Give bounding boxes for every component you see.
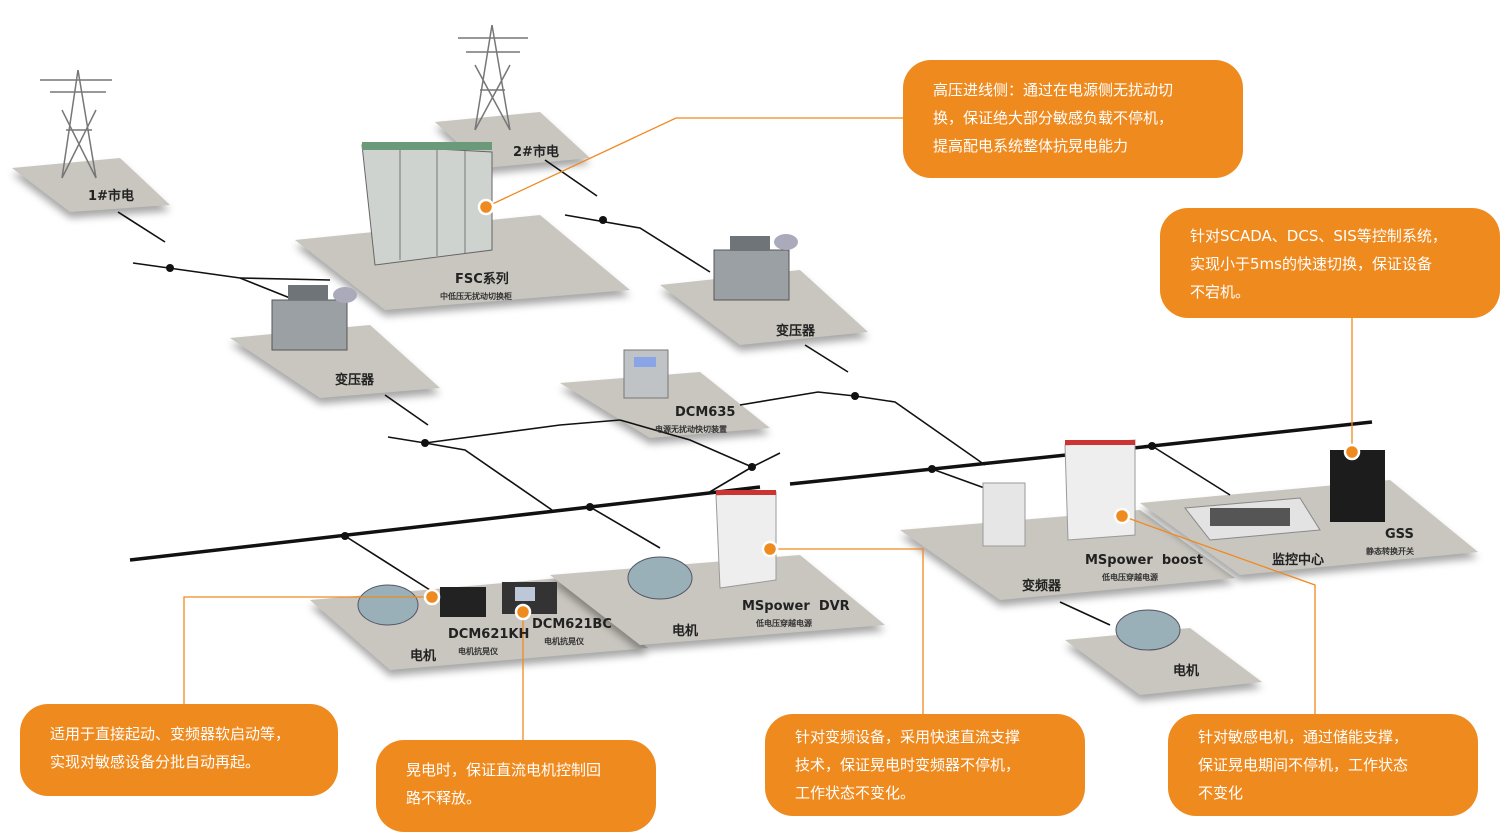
label-motor1: 电机	[410, 648, 436, 664]
label-fsc-sub: 中低压无扰动切换柜	[440, 291, 512, 301]
monitoring-hardware-icon	[1184, 497, 1321, 541]
label-grid1: 1#市电	[88, 188, 134, 204]
callout-line: 提高配电系统整体抗晃电能力	[933, 137, 1129, 155]
label-motor2: 电机	[672, 623, 698, 639]
marker-dvr[interactable]	[761, 540, 779, 558]
callout-line: 适用于直接起动、变频器软启动等，	[50, 725, 291, 743]
label-monitor: 监控中心	[1272, 552, 1324, 568]
equipment	[40, 24, 1385, 651]
label-dcm635: DCM635	[675, 405, 735, 420]
callout-dcm621kh: 适用于直接起动、变频器软启动等， 实现对敏感设备分批自动再起。	[20, 704, 338, 796]
platform-transformer-right	[660, 270, 868, 345]
label-dvr: MSpower DVR	[742, 599, 850, 614]
label-fsc: FSC系列	[455, 271, 509, 287]
callout-dcm621bc: 晃电时，保证直流电机控制回路不释放。	[376, 740, 656, 832]
label-dcm621bc-sub: 电机抗晃仪	[544, 636, 585, 646]
transmission-tower-icon	[458, 24, 528, 131]
callout-gss: 针对SCADA、DCS、SIS等控制系统， 实现小于5ms的快速切换，保证设备不宕…	[1160, 208, 1500, 318]
platform-motor3	[1065, 628, 1262, 695]
label-boost-sub: 低电压穿越电源	[1101, 572, 1158, 582]
callout-line: 路不释放。	[406, 789, 482, 807]
callout-line: 针对SCADA、DCS、SIS等控制系统，	[1190, 227, 1447, 245]
boost-cabinet-icon	[1064, 439, 1136, 541]
transformer-icon	[713, 234, 798, 301]
label-dcm635-sub: 电源无扰动快切装置	[655, 424, 727, 434]
dcm635-device-icon	[623, 349, 669, 399]
motor-icon	[627, 556, 693, 600]
label-dcm621bc: DCM621BC	[532, 617, 612, 632]
callout-line: 换，保证绝大部分敏感负载不停机，	[933, 109, 1174, 127]
callout-line: 晃电时，保证直流电机控制回	[406, 761, 602, 779]
callout-line: 保证晃电期间不停机，工作状态	[1198, 756, 1409, 774]
label-grid2: 2#市电	[513, 144, 559, 160]
callout-line: 高压进线侧：通过在电源侧无扰动切	[933, 81, 1174, 99]
label-transformer-right: 变压器	[776, 323, 816, 339]
platform-grid1	[12, 158, 170, 212]
marker-dcm621bc[interactable]	[514, 603, 532, 621]
dvr-cabinet-icon	[715, 490, 777, 589]
callout-line: 针对变频设备，采用快速直流支撑	[795, 728, 1021, 746]
bus-left	[129, 485, 761, 562]
wiring	[117, 159, 1373, 626]
label-gss-sub: 静态转换开关	[1366, 546, 1414, 556]
transformer-icon	[271, 285, 357, 351]
marker-fsc[interactable]	[477, 198, 495, 216]
platform-dcm635	[560, 372, 770, 438]
callout-line: 工作状态不变化。	[795, 784, 916, 802]
device-labels: 1#市电 2#市电 FSC系列 中低压无扰动切换柜 变压器 变压器 DCM635…	[88, 144, 1414, 679]
switchgear-cabinet-icon	[361, 142, 493, 266]
transmission-tower-icon	[40, 69, 112, 179]
callout-line: 不变化	[1198, 784, 1244, 802]
dcm621kh-device-icon	[440, 587, 486, 617]
label-dcm621kh-sub: 电机抗晃仪	[458, 646, 499, 656]
vfd-icon	[982, 482, 1026, 547]
gss-cabinet-icon	[1330, 450, 1385, 522]
marker-gss[interactable]	[1343, 443, 1361, 461]
callout-dvr: 针对变频设备，采用快速直流支撑技术，保证晃电时变频器不停机， 工作状态不变化。	[765, 714, 1085, 816]
callout-line: 实现小于5ms的快速切换，保证设备	[1190, 255, 1432, 273]
callout-line: 针对敏感电机，通过储能支撑，	[1198, 728, 1409, 746]
motor-icon	[357, 584, 419, 626]
leader-lines	[183, 117, 1361, 740]
label-boost: MSpower boost	[1085, 553, 1203, 568]
motor-icon	[1115, 609, 1181, 651]
callout-boost: 针对敏感电机，通过储能支撑， 保证晃电期间不停机，工作状态不变化	[1168, 714, 1478, 816]
label-vfd: 变频器	[1022, 578, 1062, 594]
marker-boost[interactable]	[1113, 507, 1131, 525]
marker-dcm621kh[interactable]	[423, 588, 441, 606]
label-dcm621kh: DCM621KH	[448, 627, 529, 642]
callout-line: 不宕机。	[1190, 283, 1251, 301]
callout-line: 实现对敏感设备分批自动再起。	[50, 753, 261, 771]
label-dvr-sub: 低电压穿越电源	[755, 618, 812, 628]
label-gss: GSS	[1385, 527, 1414, 542]
label-transformer-left: 变压器	[335, 372, 375, 388]
callout-line: 技术，保证晃电时变频器不停机，	[795, 756, 1021, 774]
label-motor3: 电机	[1173, 663, 1199, 679]
callout-hv-incoming: 高压进线侧：通过在电源侧无扰动切换，保证绝大部分敏感负载不停机， 提高配电系统整体…	[903, 60, 1243, 178]
